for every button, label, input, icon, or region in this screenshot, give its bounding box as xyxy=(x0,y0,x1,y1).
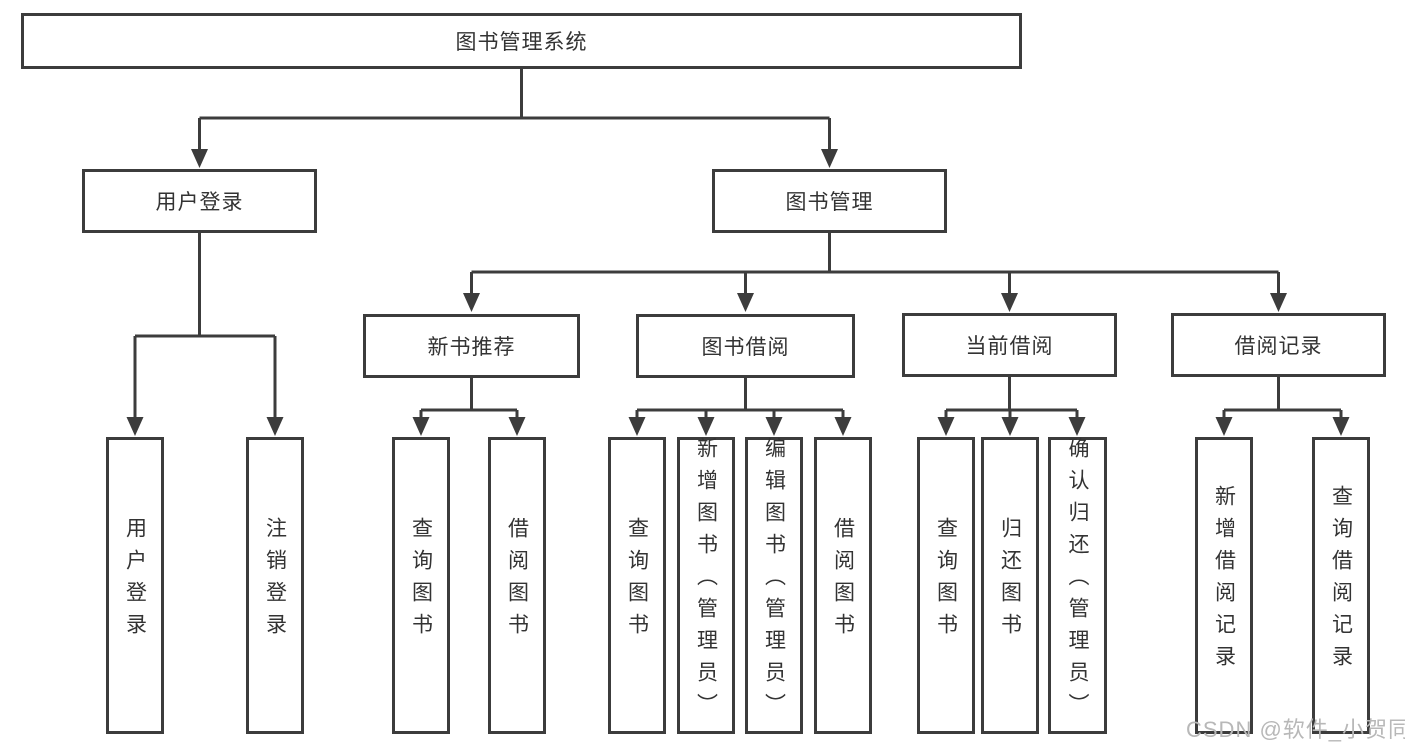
leaf-user-login-label: 用户登录 xyxy=(123,516,147,645)
node-user-login: 用户登录 xyxy=(82,169,317,233)
leaf-confirm-return-admin: 确认归还（管理员） xyxy=(1048,437,1107,734)
node-current-borrow: 当前借阅 xyxy=(902,313,1117,377)
leaf-query-borrow-record: 查询借阅记录 xyxy=(1312,437,1370,734)
leaf-borrow-books-recommend: 借阅图书 xyxy=(488,437,546,734)
leaf-confirm-return-admin-label: 确认归还（管理员） xyxy=(1066,436,1089,725)
node-new-book-recommend: 新书推荐 xyxy=(363,314,580,378)
leaf-query-books-borrow: 查询图书 xyxy=(608,437,666,734)
leaf-borrow-books: 借阅图书 xyxy=(814,437,872,734)
leaf-query-books-recommend-label: 查询图书 xyxy=(409,516,433,645)
node-current-borrow-label: 当前借阅 xyxy=(965,335,1054,358)
node-new-book-recommend-label: 新书推荐 xyxy=(427,336,516,359)
leaf-logout: 注销登录 xyxy=(246,437,304,734)
node-user-login-label: 用户登录 xyxy=(155,191,244,214)
node-root-label: 图书管理系统 xyxy=(455,31,588,54)
leaf-borrow-books-recommend-label: 借阅图书 xyxy=(505,516,529,645)
leaf-borrow-books-label: 借阅图书 xyxy=(831,516,855,645)
leaf-query-books-recommend: 查询图书 xyxy=(392,437,450,734)
leaf-return-book-label: 归还图书 xyxy=(998,516,1022,645)
leaf-query-books-current: 查询图书 xyxy=(917,437,975,734)
leaf-add-borrow-record: 新增借阅记录 xyxy=(1195,437,1253,734)
node-root: 图书管理系统 xyxy=(21,13,1022,69)
node-borrow-records: 借阅记录 xyxy=(1171,313,1386,377)
leaf-return-book: 归还图书 xyxy=(981,437,1039,734)
leaf-logout-label: 注销登录 xyxy=(263,516,287,645)
watermark: CSDN @软件_小贺同学 xyxy=(1186,717,1405,742)
node-book-borrow-label: 图书借阅 xyxy=(701,336,790,359)
leaf-edit-book-admin: 编辑图书（管理员） xyxy=(745,437,803,734)
leaf-add-book-admin-label: 新增图书（管理员） xyxy=(694,436,718,725)
leaf-add-borrow-record-label: 新增借阅记录 xyxy=(1212,484,1236,677)
leaf-edit-book-admin-label: 编辑图书（管理员） xyxy=(762,436,786,725)
node-book-borrow: 图书借阅 xyxy=(636,314,855,378)
node-book-management-label: 图书管理 xyxy=(785,191,874,214)
leaf-query-books-current-label: 查询图书 xyxy=(934,516,958,645)
leaf-query-books-borrow-label: 查询图书 xyxy=(625,516,649,645)
node-borrow-records-label: 借阅记录 xyxy=(1234,335,1323,358)
leaf-add-book-admin: 新增图书（管理员） xyxy=(677,437,735,734)
leaf-query-borrow-record-label: 查询借阅记录 xyxy=(1329,484,1353,677)
node-book-management: 图书管理 xyxy=(712,169,947,233)
leaf-user-login: 用户登录 xyxy=(106,437,164,734)
